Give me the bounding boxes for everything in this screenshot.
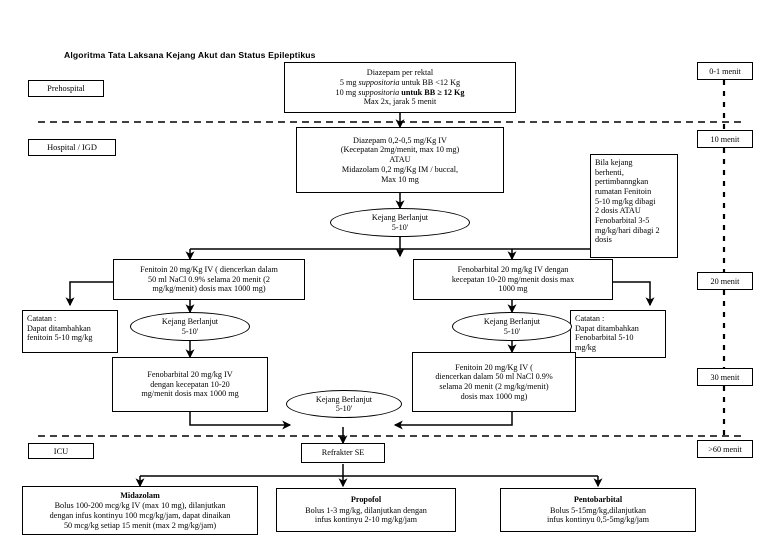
line-4: Midazolam 0,2 mg/Kg IM / buccal, — [341, 164, 459, 174]
line-1: Bolus 100-200 mcg/kg IV (max 10 mg), dil… — [54, 501, 226, 511]
page-title: Algoritma Tata Laksana Kejang Akut dan S… — [64, 50, 316, 60]
node-propofol[interactable]: Propofol Bolus 1-3 mg/kg, dilanjutkan de… — [276, 488, 456, 532]
line-8: mg/kg/hari dibagi 2 — [595, 225, 660, 235]
line-5: 5-10 mg/kg dibagi — [595, 196, 656, 206]
timeline-0-1-menit[interactable]: 0-1 menit — [697, 62, 753, 80]
node-refrakter-se[interactable]: Refrakter SE — [301, 443, 385, 463]
line-1: Diazepam 0,2-0,5 mg/Kg IV — [353, 135, 447, 145]
line-4: rumatan Fenitoin — [595, 187, 652, 197]
node-kejang-berlanjut-1[interactable]: Kejang Berlanjut 5-10' — [330, 208, 470, 237]
line-2: 5-10' — [335, 404, 353, 413]
node-pentobarbital[interactable]: Pentobarbital Bolus 5-15mg/kg,dilanjutka… — [500, 488, 696, 532]
timeline-label: 10 menit — [710, 134, 740, 144]
node-fenobarbital-right[interactable]: Fenobarbital 20 mg/kg IV dengan kecepata… — [413, 259, 613, 300]
node-catatan-left[interactable]: Catatan : Dapat ditambahkan fenitoin 5-1… — [22, 310, 118, 353]
node-catatan-right[interactable]: Catatan : Dapat ditambahkan Fenobarbital… — [570, 310, 666, 358]
timeline-20-menit[interactable]: 20 menit — [697, 272, 753, 290]
line-2: (Kecepatan 2mg/menit, max 10 mg) — [340, 145, 460, 155]
line-1: Diazepam per rektal — [366, 68, 434, 78]
stage-label: Prehospital — [47, 84, 85, 93]
line-1: Catatan : — [575, 314, 605, 323]
node-kejang-berlanjut-3[interactable]: Kejang Berlanjut 5-10' — [452, 312, 572, 341]
timeline-label: 30 menit — [710, 372, 740, 382]
stage-hospital-igd[interactable]: Hospital / IGD — [28, 139, 116, 156]
line-1: Kejang Berlanjut — [371, 213, 429, 223]
line-1: Fenitoin 20 mg/Kg IV ( — [455, 362, 533, 372]
arrow-fenobarbital-left-to-kejang4 — [189, 412, 292, 430]
node-fenitoin-right[interactable]: Fenitoin 20 mg/Kg IV ( diencerkan dalam … — [412, 352, 576, 412]
line-9: dosis — [595, 235, 612, 245]
node-fenitoin-left[interactable]: Fenitoin 20 mg/Kg IV ( diencerkan dalam … — [113, 259, 305, 300]
timeline-label: 20 menit — [710, 276, 740, 286]
line-4: dosis max 1000 mg) — [460, 391, 528, 401]
timeline-60-menit[interactable]: >60 menit — [697, 440, 753, 458]
line-3: mg/kg/menit) dosis max 1000 mg) — [152, 284, 266, 294]
line-1: Fenitoin 20 mg/Kg IV ( diencerkan dalam — [140, 264, 278, 274]
line-2: dengan kecepatan 10-20 — [150, 379, 230, 389]
line-2: dengan infus kontinyu 100 mcg/kg/jam, da… — [49, 511, 231, 520]
line-3: 50 mcg/kg setiap 15 menit (max 2 mg/kg/j… — [63, 520, 217, 530]
line-1: Kejang Berlanjut — [315, 394, 373, 404]
line-3: mg/menit dosis max 1000 mg — [141, 389, 239, 399]
line-1: Fenobarbital 20 mg/kg IV — [147, 369, 233, 379]
line-2: 5 mg suppositoria untuk BB <12 Kg — [339, 77, 461, 87]
line-4: mg/kg — [575, 343, 596, 353]
stage-label: Hospital / IGD — [47, 143, 97, 152]
node-kejang-berlanjut-2[interactable]: Kejang Berlanjut 5-10' — [130, 312, 250, 341]
stage-label: ICU — [53, 446, 69, 456]
arrow-fenobarbital-to-catatan-right — [613, 281, 655, 307]
line-5: Max 10 mg — [381, 174, 419, 184]
line-2: diencerkan dalam 50 ml NaCl 0.9% — [435, 372, 553, 382]
node-fenobarbital-left[interactable]: Fenobarbital 20 mg/kg IV dengan kecepata… — [112, 357, 268, 412]
node-note-rumatan[interactable]: Bila kejang berhenti, pertimbanngkan rum… — [590, 154, 678, 258]
line-2: Dapat ditambahkan — [575, 323, 639, 333]
arrow-fenitoin-to-catatan-left — [65, 281, 113, 307]
timeline-label: 0-1 menit — [709, 66, 741, 76]
line-3: selama 20 menit (2 mg/kg/menit) — [439, 382, 549, 391]
timeline-30-menit[interactable]: 30 menit — [697, 368, 753, 386]
line-2: 5-10' — [391, 222, 409, 232]
line-3: 10 mg suppositoria untuk BB ≥ 12 Kg — [335, 87, 465, 97]
line-2: Dapat ditambahkan — [27, 323, 91, 333]
line-2: 5-10' — [503, 326, 521, 336]
line-2: berhenti, — [595, 167, 624, 177]
node-heading: Pentobarbital — [573, 494, 623, 504]
arrow-fenitoin-right-to-kejang4 — [393, 412, 513, 430]
line-2: 50 ml NaCl 0.9% selama 20 menit (2 — [148, 274, 270, 284]
line-1: Bolus 1-3 mg/kg, dilanjutkan dengan — [305, 505, 427, 515]
line-1: Kejang Berlanjut — [483, 317, 541, 327]
line-1: Catatan : — [27, 314, 57, 323]
line-6: 2 dosis ATAU — [595, 206, 641, 216]
timeline-label: >60 menit — [708, 444, 742, 454]
timeline-10-menit[interactable]: 10 menit — [697, 130, 753, 148]
line-2: infus kontinyu 0,5-5mg/kg/jam — [546, 515, 650, 525]
line-1: Refrakter SE — [321, 448, 365, 458]
line-3: pertimbanngkan — [595, 177, 649, 187]
node-midazolam[interactable]: Midazolam Bolus 100-200 mcg/kg IV (max 1… — [22, 486, 258, 535]
node-diazepam-rektal[interactable]: Diazepam per rektal 5 mg suppositoria un… — [284, 62, 516, 113]
line-3: ATAU — [389, 155, 411, 165]
node-diazepam-iv[interactable]: Diazepam 0,2-0,5 mg/Kg IV (Kecepatan 2mg… — [296, 127, 504, 193]
line-1: Kejang Berlanjut — [161, 317, 219, 327]
line-3: Fenobarbital 5-10 — [575, 333, 634, 343]
line-2: 5-10' — [181, 326, 199, 336]
line-3: fenitoin 5-10 mg/kg — [27, 333, 93, 343]
node-heading: Propofol — [350, 494, 382, 504]
line-1: Bila kejang — [595, 158, 633, 167]
line-2: infus kontinyu 2-10 mg/kg/jam — [314, 515, 418, 525]
line-7: Fenobarbital 3-5 — [595, 216, 650, 226]
node-heading: Midazolam — [120, 490, 160, 500]
line-1: Bolus 5-15mg/kg,dilanjutkan — [550, 505, 646, 515]
line-2: kecepatan 10-20 mg/menit dosis max — [451, 274, 575, 284]
node-kejang-berlanjut-4[interactable]: Kejang Berlanjut 5-10' — [286, 390, 402, 418]
line-4: Max 2x, jarak 5 menit — [363, 97, 437, 107]
stage-prehospital[interactable]: Prehospital — [28, 80, 104, 97]
stage-icu[interactable]: ICU — [28, 443, 94, 459]
line-3: 1000 mg — [498, 284, 528, 294]
line-1: Fenobarbital 20 mg/kg IV dengan — [457, 264, 569, 274]
